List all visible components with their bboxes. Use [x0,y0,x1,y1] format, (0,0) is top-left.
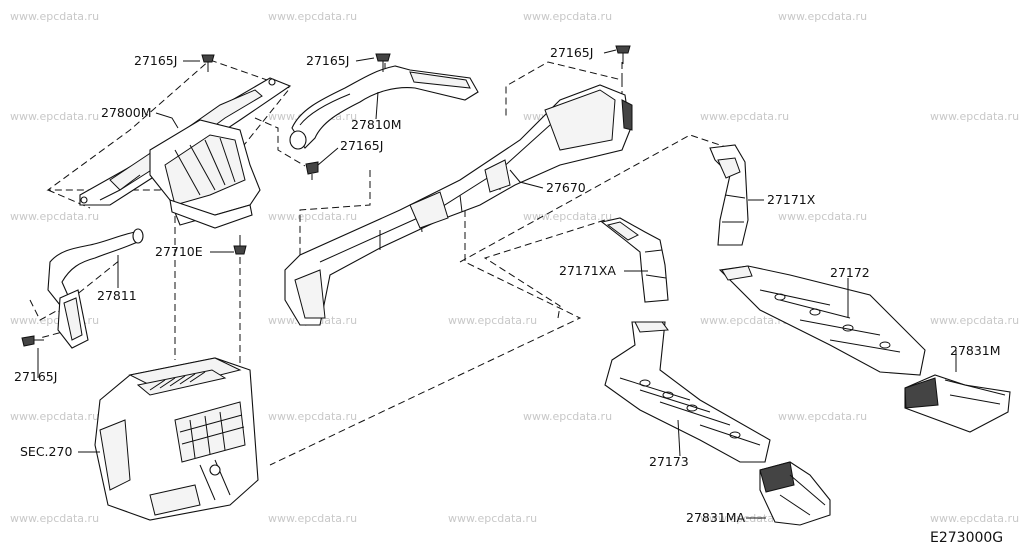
label-27165j-c: 27165J [550,45,593,60]
diagram-code: E273000G [930,530,1003,546]
part-heater-unit [94,357,259,521]
part-27172-duct [718,265,926,376]
bolt-27165j-e [305,161,319,180]
label-27171xa: 27171XA [559,263,616,278]
watermark: www.epcdata.ru [700,512,789,525]
label-27811: 27811 [97,288,137,303]
watermark: www.epcdata.ru [448,314,537,327]
label-27670: 27670 [546,180,586,195]
watermark: www.epcdata.ru [930,314,1019,327]
part-27173-duct [604,321,771,463]
watermark: www.epcdata.ru [268,410,357,423]
part-27810m-duct [289,65,479,150]
watermark: www.epcdata.ru [700,110,789,123]
watermark: www.epcdata.ru [523,210,612,223]
label-27165j-b: 27165J [306,53,349,68]
watermark: www.epcdata.ru [523,410,612,423]
watermark: www.epcdata.ru [10,10,99,23]
watermark: www.epcdata.ru [268,512,357,525]
leader-lines [37,49,957,519]
part-27171x-duct [709,144,749,246]
watermark: www.epcdata.ru [268,10,357,23]
label-27831m: 27831M [950,343,1001,358]
watermark: www.epcdata.ru [778,210,867,223]
watermark: www.epcdata.ru [700,314,789,327]
part-27670-main-duct [284,84,633,326]
label-27173: 27173 [649,454,689,469]
label-27172: 27172 [830,265,870,280]
watermark: www.epcdata.ru [523,10,612,23]
label-27831ma: 27831MA [686,510,746,525]
bolt-27165j-d [21,335,44,347]
label-27800m: 27800M [101,105,152,120]
part-27171xa-duct [600,217,669,303]
watermark: www.epcdata.ru [930,110,1019,123]
label-27165j-a: 27165J [134,53,177,68]
part-labels: 27165J 27800M 27165J 27810M 27165J 27165… [14,45,1001,525]
label-27171x: 27171X [767,192,816,207]
watermark: www.epcdata.ru [268,210,357,223]
watermark: www.epcdata.ru [448,512,537,525]
bolt-27165j-b [375,53,391,72]
watermark: www.epcdata.ru [10,410,99,423]
watermark: www.epcdata.ru [930,512,1019,525]
part-27811-duct [47,228,144,349]
watermark: www.epcdata.ru [10,110,99,123]
part-27831ma-nozzle [759,461,831,526]
watermark: www.epcdata.ru [778,410,867,423]
part-27831m-nozzle [904,374,1011,433]
label-27165j-e: 27165J [340,138,383,153]
label-27165j-d: 27165J [14,369,57,384]
part-27800m-duct-frame [79,77,292,229]
label-27710e: 27710E [155,244,203,259]
bolt-27710e [233,236,247,255]
watermark: www.epcdata.ru [778,10,867,23]
bolt-27165j-c [615,45,631,64]
watermark: www.epcdata.ru [10,512,99,525]
bolt-27165j-a [201,54,215,72]
label-27810m: 27810M [351,117,402,132]
label-sec270: SEC.270 [20,444,72,459]
watermark: www.epcdata.ru [10,210,99,223]
watermark: www.epcdata.ru [10,314,99,327]
